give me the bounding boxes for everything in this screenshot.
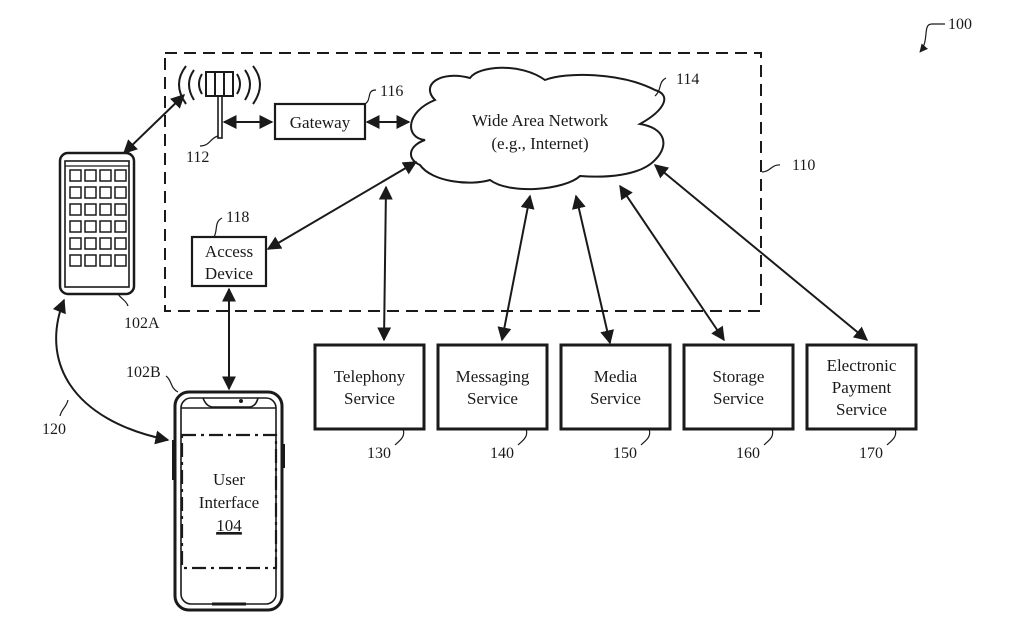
- tablet-app-icon: [84, 237, 97, 250]
- link-ref: 120: [42, 399, 69, 438]
- service-ref-label: 130: [367, 445, 391, 462]
- tablet-app-icon: [69, 169, 82, 182]
- ui-label-line1: User: [213, 470, 245, 489]
- service-box: [805, 343, 918, 431]
- wan-service-link: [377, 185, 393, 342]
- figure-ref: 100: [919, 16, 972, 53]
- service-label: Telephony: [334, 367, 406, 386]
- tablet-app-icon: [114, 237, 127, 250]
- service-label: Payment: [832, 378, 892, 397]
- service-label: Service: [713, 389, 764, 408]
- service-ref-leader: [886, 428, 897, 446]
- tablet-app-icon: [114, 220, 127, 233]
- service-box: [559, 343, 672, 431]
- wan-ref: 114: [654, 71, 699, 97]
- tablet-app-icon: [99, 203, 112, 216]
- service-box: [313, 343, 426, 431]
- gateway-label: Gateway: [290, 113, 351, 132]
- wan-service-link: [572, 194, 614, 345]
- ui-label-line2: Interface: [199, 493, 259, 512]
- service-label: Electronic: [827, 356, 897, 375]
- tablet-app-icon: [99, 254, 112, 267]
- gateway-ref-label: 116: [380, 83, 403, 100]
- wan-ref-label: 114: [676, 71, 699, 88]
- smartphone-icon: [172, 390, 285, 612]
- wan-service-link: [497, 194, 535, 342]
- wan-label-line1: Wide Area Network: [472, 111, 609, 130]
- tablet-app-icon: [84, 169, 97, 182]
- tablet-app-icon: [69, 237, 82, 250]
- tablet-phone-link: [52, 298, 170, 445]
- access-device-ref: 118: [213, 209, 249, 238]
- tablet-app-icon: [69, 186, 82, 199]
- user-interface-region: [180, 433, 278, 570]
- tablet-app-icon: [84, 220, 97, 233]
- tablet-app-icon: [69, 254, 82, 267]
- tablet-app-icon: [99, 169, 112, 182]
- gateway-box: [273, 102, 367, 141]
- service-ref-label: 160: [736, 445, 760, 462]
- tablet-app-icon: [114, 254, 127, 267]
- service-label: Service: [467, 389, 518, 408]
- tablet-app-icon: [99, 220, 112, 233]
- service-label: Service: [590, 389, 641, 408]
- tablet-ref-label: 102A: [124, 315, 160, 332]
- cell-tower-icon: [178, 65, 261, 139]
- tablet-device-icon: [58, 151, 136, 296]
- antenna-ref-label: 112: [186, 149, 209, 166]
- access-device-line1: Access: [205, 242, 253, 261]
- service-box: [682, 343, 795, 431]
- service-ref-leader: [517, 428, 528, 446]
- tablet-app-icon: [114, 203, 127, 216]
- network-boundary-ref: 110: [761, 157, 815, 174]
- tablet-antenna-link: [122, 94, 186, 154]
- service-ref-leader: [640, 428, 651, 446]
- service-label: Media: [594, 367, 638, 386]
- tablet-app-icon: [99, 237, 112, 250]
- link-ref-label: 120: [42, 421, 66, 438]
- service-ref-label: 150: [613, 445, 637, 462]
- access-device-box: [190, 235, 268, 288]
- tablet-app-icon: [114, 169, 127, 182]
- access-device-ref-label: 118: [226, 209, 249, 226]
- tablet-app-icon: [114, 186, 127, 199]
- tablet-app-icon: [84, 254, 97, 267]
- service-ref-leader: [763, 428, 774, 446]
- tablet-app-icon: [99, 186, 112, 199]
- wan-service-link: [653, 164, 869, 341]
- ui-ref-label: 104: [216, 516, 242, 535]
- tablet-ref: 102A: [117, 293, 160, 332]
- tablet-app-icon: [69, 203, 82, 216]
- network-boundary-ref-label: 110: [792, 157, 815, 174]
- tablet-app-icon: [69, 220, 82, 233]
- figure-ref-label: 100: [948, 16, 972, 33]
- service-ref-leader: [394, 428, 405, 446]
- service-label: Service: [344, 389, 395, 408]
- service-label: Messaging: [456, 367, 530, 386]
- phone-ref-label: 102B: [126, 364, 161, 381]
- antenna-ref: 112: [186, 135, 219, 166]
- service-label: Service: [836, 400, 887, 419]
- gateway-ref: 116: [364, 83, 403, 105]
- wan-access-device-link: [266, 161, 418, 250]
- service-ref-label: 170: [859, 445, 883, 462]
- wan-label-line2: (e.g., Internet): [491, 134, 588, 153]
- access-device-line2: Device: [205, 264, 253, 283]
- service-label: Storage: [713, 367, 765, 386]
- tablet-app-icon: [84, 203, 97, 216]
- tablet-app-icon: [84, 186, 97, 199]
- service-ref-label: 140: [490, 445, 514, 462]
- service-box: [436, 343, 549, 431]
- phone-ref: 102B: [126, 364, 179, 393]
